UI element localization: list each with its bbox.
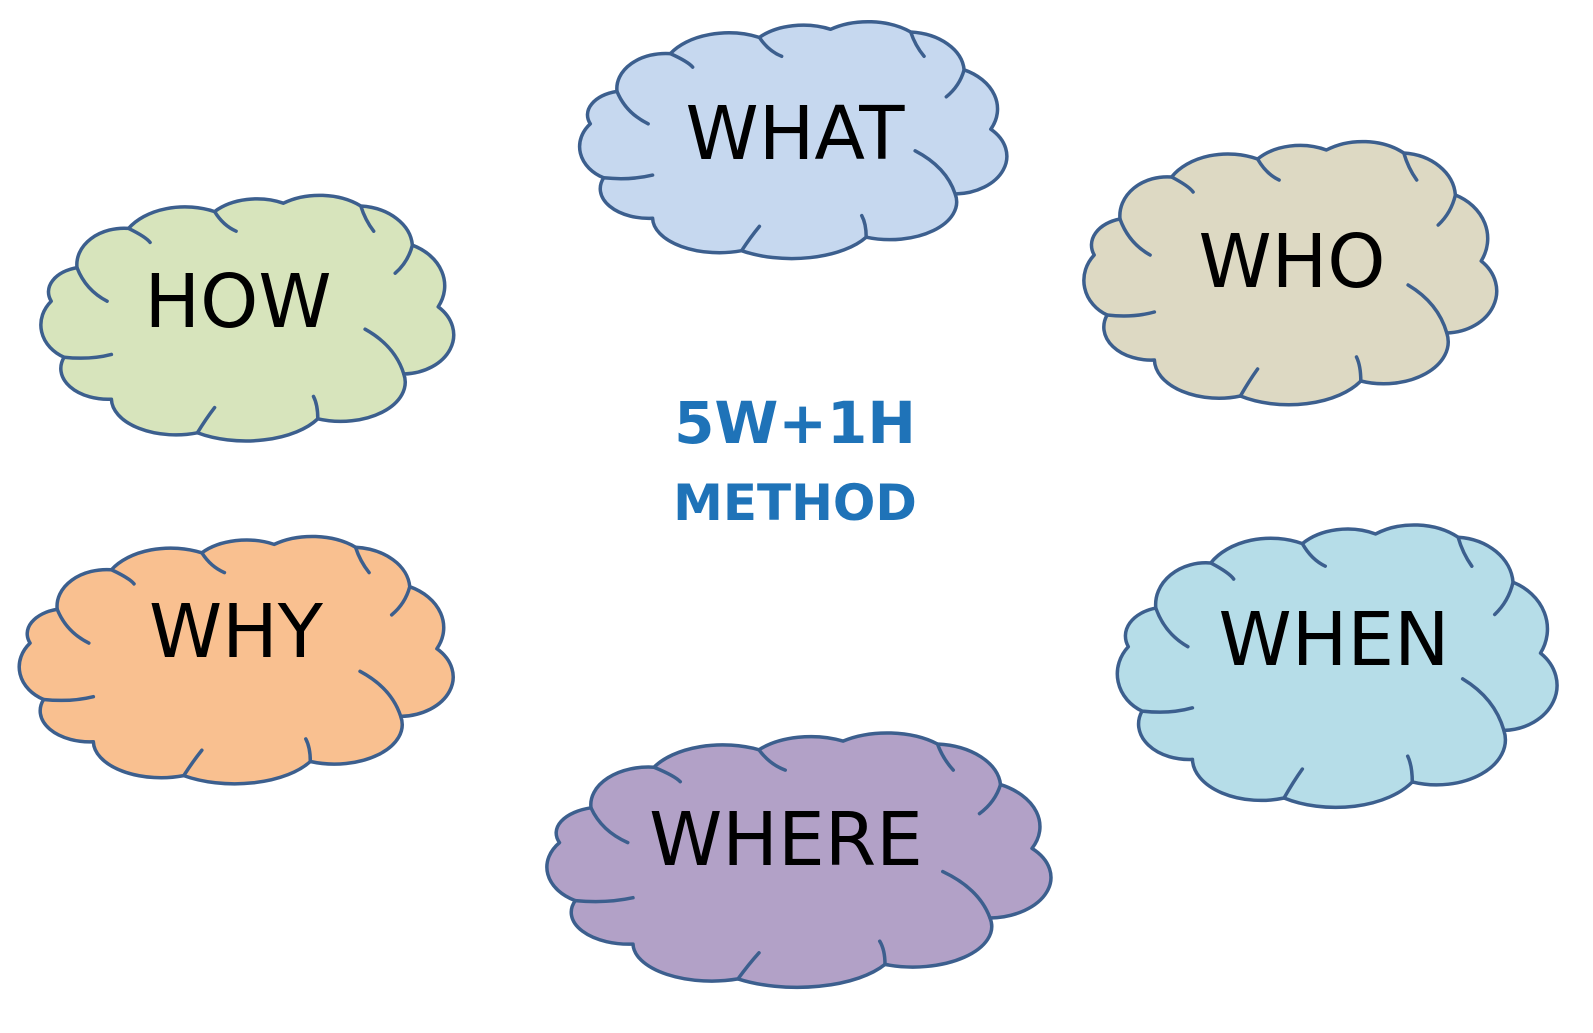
- cloud-who-crease: [1240, 369, 1257, 396]
- center-title-line2: METHOD: [673, 474, 917, 532]
- cloud-what: WHAT: [580, 22, 1007, 259]
- cloud-where: WHERE: [547, 733, 1051, 987]
- cloud-when-crease: [1156, 608, 1188, 647]
- cloud-why-crease: [57, 609, 89, 643]
- cloud-why-crease: [44, 697, 94, 701]
- cloud-how-crease: [129, 228, 151, 242]
- cloud-where-crease: [575, 898, 633, 902]
- cloud-what-crease: [911, 32, 924, 56]
- cloud-where-crease: [980, 785, 1001, 814]
- cloud-what-crease: [915, 151, 955, 194]
- cloud-who-label: WHO: [1198, 219, 1385, 305]
- cloud-who-crease: [1438, 195, 1455, 225]
- cloud-where-crease: [591, 808, 628, 843]
- cloud-when-crease: [1458, 537, 1472, 566]
- cloud-what-crease: [617, 91, 648, 123]
- cloud-why-label: WHY: [149, 589, 324, 675]
- cloud-how-crease: [395, 245, 412, 273]
- cloud-who-crease: [1258, 159, 1280, 180]
- cloud-when-crease: [1302, 544, 1325, 567]
- cloud-how-label: HOW: [144, 259, 331, 345]
- cloud-when-crease: [1495, 582, 1513, 614]
- cloud-who-crease: [1357, 357, 1361, 381]
- cloud-why-crease: [306, 739, 311, 762]
- cloud-how-crease: [314, 396, 318, 418]
- cloud-who-crease: [1408, 285, 1447, 333]
- cloud-how-crease: [197, 408, 214, 433]
- cloud-who-crease: [1107, 312, 1154, 316]
- cloud-when-crease: [1142, 708, 1192, 712]
- cloud-how-crease: [77, 268, 107, 302]
- cloud-where-crease: [880, 941, 885, 964]
- cloud-what-crease: [670, 54, 692, 67]
- cloud-why-crease: [360, 671, 401, 716]
- cloud-who: WHO: [1084, 142, 1497, 405]
- cloud-how-shape: [41, 195, 454, 441]
- cloud-what-label: WHAT: [686, 91, 906, 177]
- clouds-layer: WHAT WHO HOW WHY WHEN WHERE: [19, 22, 1557, 988]
- cloud-where-crease: [654, 767, 680, 782]
- cloud-who-crease: [1172, 177, 1194, 192]
- cloud-what-crease: [604, 175, 653, 179]
- cloud-when: WHEN: [1117, 525, 1557, 807]
- cloud-what-shape: [580, 22, 1007, 259]
- cloud-why-crease: [202, 553, 225, 573]
- cloud-what-crease: [759, 37, 781, 56]
- cloud-why-shape: [19, 536, 453, 783]
- cloud-where-crease: [943, 872, 990, 918]
- cloud-how-crease: [64, 354, 111, 358]
- cloud-where-crease: [938, 744, 954, 770]
- cloud-why-crease: [111, 570, 134, 584]
- cloud-where-crease: [759, 750, 785, 770]
- cloud-when-crease: [1284, 769, 1302, 798]
- cloud-what-crease: [742, 226, 760, 250]
- cloud-when-crease: [1408, 756, 1413, 782]
- cloud-who-crease: [1120, 219, 1150, 255]
- cloud-how-crease: [215, 212, 237, 232]
- cloud-where-shape: [547, 733, 1051, 987]
- cloud-when-crease: [1211, 563, 1234, 579]
- center-title-line1: 5W+1H: [674, 389, 916, 457]
- cloud-who-shape: [1084, 142, 1497, 405]
- cloud-how-crease: [361, 206, 374, 231]
- cloud-what-crease: [946, 70, 964, 97]
- cloud-how: HOW: [41, 195, 454, 441]
- cloud-what-crease: [862, 216, 866, 238]
- cloud-how-crease: [365, 329, 404, 374]
- cloud-why: WHY: [19, 536, 453, 783]
- cloud-where-label: WHERE: [649, 797, 923, 883]
- cloud-where-crease: [738, 953, 759, 979]
- cloud-when-shape: [1117, 525, 1557, 807]
- cloud-when-crease: [1463, 679, 1504, 731]
- center-title: 5W+1H METHOD: [673, 389, 917, 532]
- cloud-who-crease: [1404, 153, 1417, 180]
- cloud-why-crease: [392, 587, 410, 615]
- cloud-why-crease: [356, 547, 370, 572]
- cloud-when-label: WHEN: [1219, 597, 1450, 683]
- cloud-why-crease: [184, 750, 202, 775]
